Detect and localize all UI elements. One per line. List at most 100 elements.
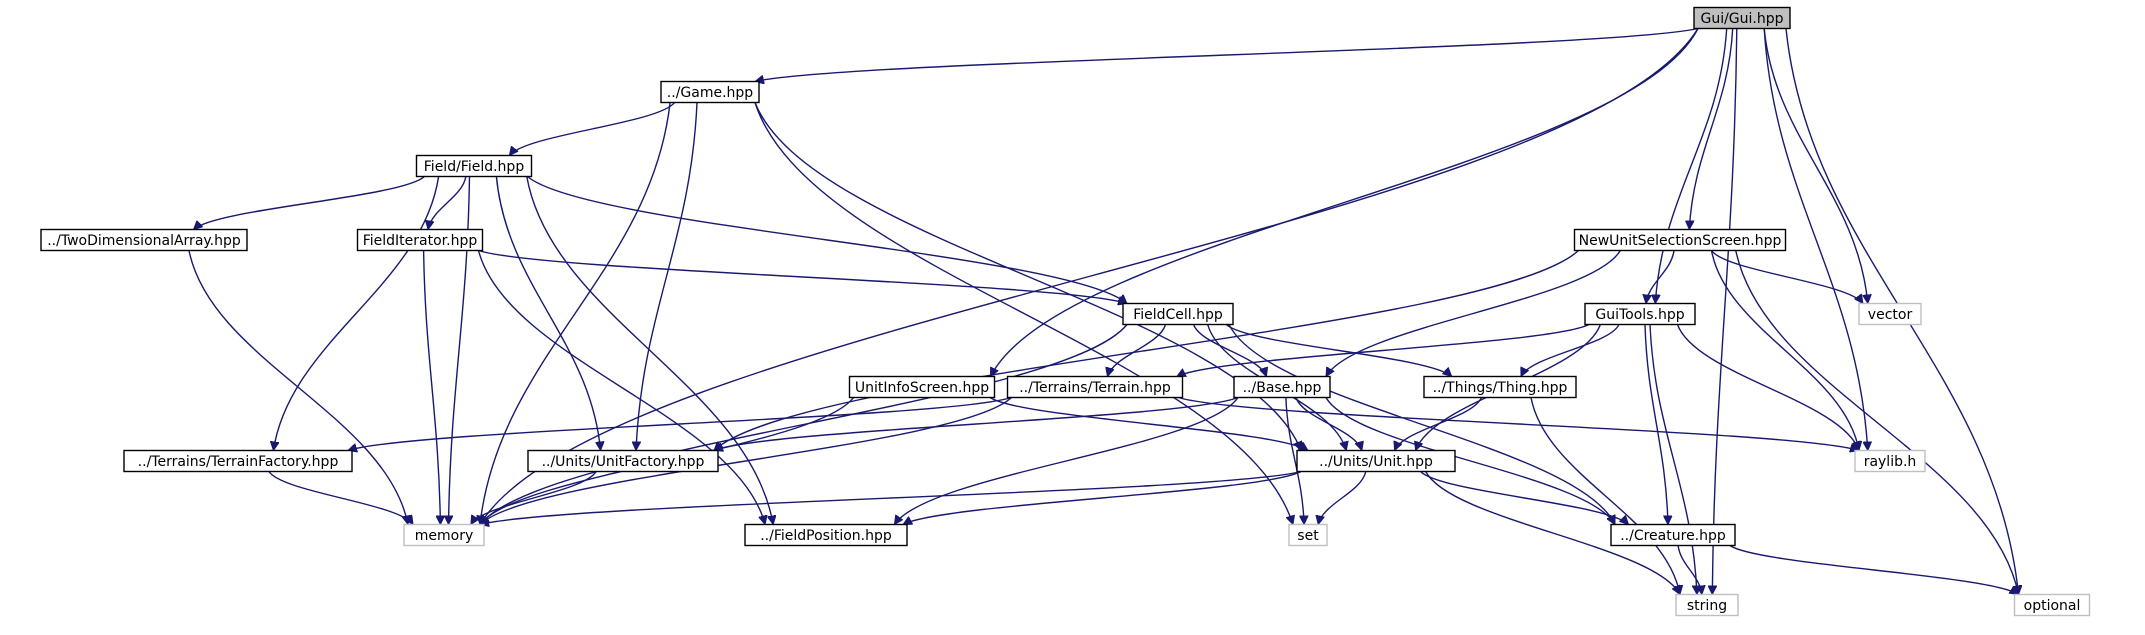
edge-twodim-to-memory xyxy=(188,250,408,525)
edge-gui-to-guitools xyxy=(1655,28,1728,304)
node-box-newunit xyxy=(1573,228,1787,252)
edge-fielditer-to-memory xyxy=(422,250,441,525)
edge-fielditer-to-fieldpos xyxy=(477,250,766,525)
node-string: string xyxy=(1675,593,1739,617)
edge-game-to-memory xyxy=(480,102,671,525)
node-label-string: string xyxy=(1687,598,1727,614)
node-unitinfo[interactable]: UnitInfoScreen.hpp xyxy=(848,375,996,399)
edge-guitools-to-string xyxy=(1649,324,1697,595)
node-newunit[interactable]: NewUnitSelectionScreen.hpp xyxy=(1573,228,1787,252)
node-fieldcell[interactable]: FieldCell.hpp xyxy=(1122,302,1234,326)
node-terrainfactory[interactable]: ../Terrains/TerrainFactory.hpp xyxy=(123,449,353,473)
edge-fieldcell-to-memory xyxy=(480,324,1128,525)
edge-guitools-to-terrain xyxy=(1177,323,1590,378)
edge-field-to-fielditer xyxy=(428,176,467,230)
node-box-set xyxy=(1288,523,1328,547)
edge-unitfactory-to-memory xyxy=(470,471,597,525)
node-box-field xyxy=(415,154,533,178)
edge-terrain-to-raylib xyxy=(1178,396,1860,451)
edge-fieldcell-to-terrain xyxy=(1108,324,1167,377)
node-label-set: set xyxy=(1297,528,1319,544)
node-field[interactable]: Field/Field.hpp xyxy=(415,154,533,178)
edge-unit-to-set xyxy=(1318,471,1367,525)
edge-creature-to-string xyxy=(1677,545,1702,595)
node-box-fieldpos xyxy=(744,523,908,547)
edge-unitinfo-to-unit xyxy=(989,396,1308,452)
edge-gui-to-raylib xyxy=(1763,28,1868,451)
node-label-guitools: GuiTools.hpp xyxy=(1595,307,1684,323)
node-box-base xyxy=(1233,375,1331,399)
edge-guitools-to-raylib xyxy=(1676,324,1860,451)
node-label-fieldpos: ../FieldPosition.hpp xyxy=(760,528,892,544)
node-unitfactory[interactable]: ../Units/UnitFactory.hpp xyxy=(527,449,719,473)
node-memory: memory xyxy=(403,523,485,547)
edge-gui-to-unitinfo xyxy=(989,28,1699,377)
node-thing[interactable]: ../Things/Thing.hpp xyxy=(1423,375,1577,399)
edge-unit-to-fieldpos xyxy=(903,470,1302,526)
node-gui[interactable]: Gui/Gui.hpp xyxy=(1693,6,1791,30)
node-label-fielditer: FieldIterator.hpp xyxy=(363,233,478,249)
node-label-newunit: NewUnitSelectionScreen.hpp xyxy=(1579,233,1782,249)
node-box-terrain xyxy=(1006,375,1184,399)
edge-field-to-memory xyxy=(449,176,471,525)
node-base[interactable]: ../Base.hpp xyxy=(1233,375,1331,399)
node-box-thing xyxy=(1423,375,1577,399)
edge-game-to-set xyxy=(754,102,1293,525)
edge-gui-to-vector xyxy=(1763,28,1868,304)
edge-field-to-fieldcell xyxy=(527,175,1128,304)
node-game[interactable]: ../Game.hpp xyxy=(660,80,760,104)
edge-gui-to-game xyxy=(755,27,1699,82)
edge-newunit-to-guitools xyxy=(1646,250,1675,304)
node-vector: vector xyxy=(1858,302,1922,326)
edge-layer xyxy=(188,27,2019,596)
node-terrain[interactable]: ../Terrains/Terrain.hpp xyxy=(1006,375,1184,399)
node-label-thing: ../Things/Thing.hpp xyxy=(1433,380,1568,396)
node-label-memory: memory xyxy=(415,528,474,544)
node-label-fieldcell: FieldCell.hpp xyxy=(1133,307,1223,323)
node-label-creature: ../Creature.hpp xyxy=(1620,528,1726,544)
edge-base-to-unit xyxy=(1295,397,1362,451)
node-box-unitinfo xyxy=(848,375,996,399)
node-fieldpos[interactable]: ../FieldPosition.hpp xyxy=(744,523,908,547)
edge-fieldcell-to-thing xyxy=(1225,323,1451,377)
node-label-field: Field/Field.hpp xyxy=(424,159,525,175)
edge-terrainfactory-to-memory xyxy=(268,471,414,525)
node-box-terrainfactory xyxy=(123,449,353,473)
edge-base-to-unitfactory xyxy=(714,396,1239,451)
edge-newunit-to-optional xyxy=(1735,250,2019,595)
node-set: set xyxy=(1288,523,1328,547)
node-unit[interactable]: ../Units/Unit.hpp xyxy=(1296,449,1456,473)
edge-field-to-twodim xyxy=(194,175,425,230)
edge-base-to-set xyxy=(1285,397,1304,525)
edge-fielditer-to-fieldcell xyxy=(478,249,1128,304)
node-label-vector: vector xyxy=(1868,307,1913,323)
edge-creature-to-optional xyxy=(1729,544,2019,596)
node-box-twodim xyxy=(40,228,248,252)
node-optional: optional xyxy=(2013,593,2091,617)
node-guitools[interactable]: GuiTools.hpp xyxy=(1584,302,1696,326)
edge-unit-to-creature xyxy=(1420,470,1629,525)
edge-unit-to-memory xyxy=(480,470,1302,525)
edge-field-to-terrainfactory xyxy=(273,176,440,451)
node-box-creature xyxy=(1610,523,1736,547)
node-label-unit: ../Units/Unit.hpp xyxy=(1319,454,1433,470)
node-label-base: ../Base.hpp xyxy=(1243,380,1322,396)
edge-thing-to-string xyxy=(1530,397,1680,595)
edge-fieldcell-to-base xyxy=(1192,324,1267,377)
edge-newunit-to-vector xyxy=(1710,250,1864,304)
node-label-gui: Gui/Gui.hpp xyxy=(1700,11,1783,27)
node-label-game: ../Game.hpp xyxy=(667,85,754,101)
node-creature[interactable]: ../Creature.hpp xyxy=(1610,523,1736,547)
edge-base-to-fieldpos xyxy=(893,397,1239,525)
edge-game-to-unit xyxy=(754,102,1301,451)
node-twodim[interactable]: ../TwoDimensionalArray.hpp xyxy=(40,228,248,252)
node-label-terrain: ../Terrains/Terrain.hpp xyxy=(1019,380,1171,396)
node-box-string xyxy=(1675,593,1739,617)
edge-game-to-field xyxy=(509,102,676,156)
node-box-unit xyxy=(1296,449,1456,473)
edge-unit-to-string xyxy=(1425,471,1681,595)
edge-terrain-to-terrainfactory xyxy=(348,396,1012,451)
edge-gui-to-newunit xyxy=(1689,28,1734,230)
edge-newunit-to-base xyxy=(1325,250,1621,377)
node-fielditer[interactable]: FieldIterator.hpp xyxy=(356,228,484,252)
